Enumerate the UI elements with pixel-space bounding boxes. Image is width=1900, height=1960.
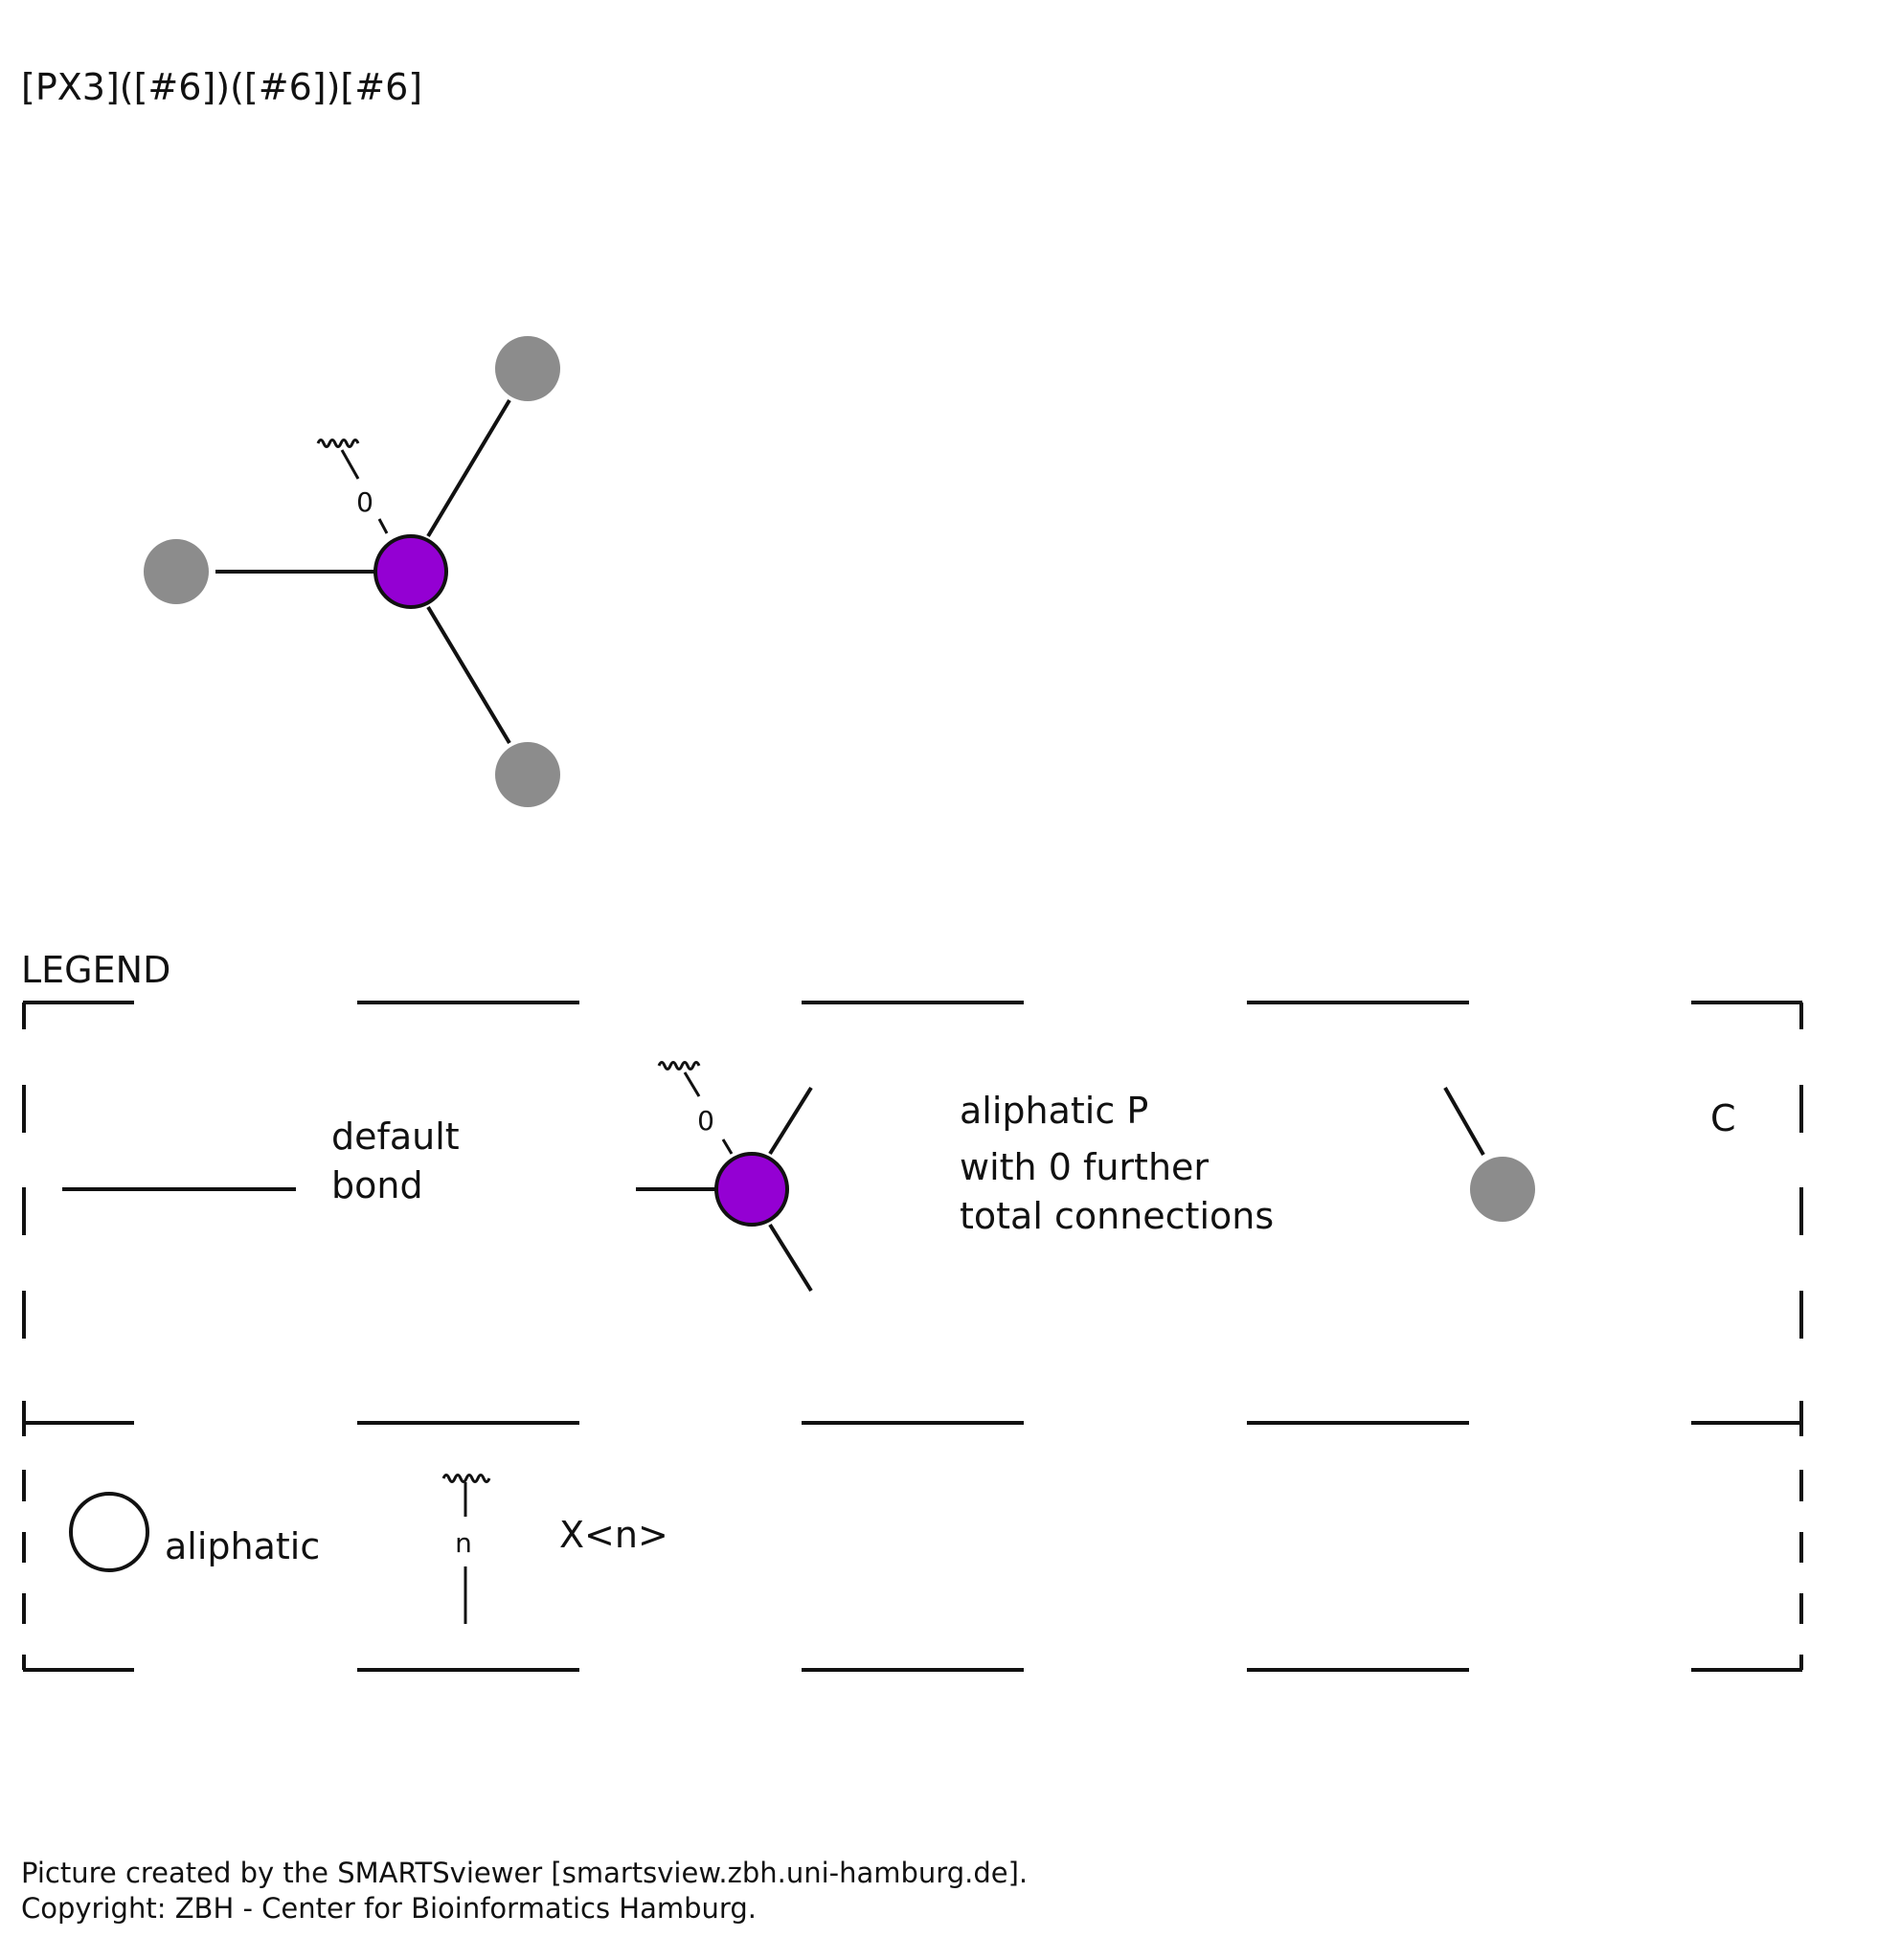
- aliphatic-circle-icon: [69, 1492, 149, 1572]
- legend-p-line1: aliphatic P: [960, 1090, 1148, 1132]
- legend-atom-p: 0 aliphatic P with 0 further total conne…: [636, 1061, 1274, 1293]
- legend-p-atom: [714, 1152, 789, 1227]
- smarts-title: [PX3]([#6])([#6])[#6]: [21, 66, 422, 108]
- legend-p-degree-tick-upper: [683, 1071, 701, 1097]
- legend-p-degree-label: 0: [697, 1105, 714, 1137]
- legend-aliphatic: aliphatic: [69, 1492, 320, 1572]
- wavy-bond-icon: [316, 439, 360, 448]
- legend-atom-c: C: [1443, 1087, 1736, 1222]
- degree-tick-upper: [340, 449, 360, 480]
- legend-p-bond-down: [768, 1223, 813, 1293]
- bond-p-c-top: [426, 398, 511, 538]
- footer-line2: Copyright: ZBH - Center for Bioinformati…: [21, 1892, 757, 1925]
- legend-default-bond-line1: default: [331, 1115, 460, 1158]
- bond-p-c-bottom: [426, 605, 511, 745]
- degree-indicator: 0: [316, 439, 389, 534]
- legend-c-atom: [1470, 1157, 1535, 1222]
- legend-title: LEGEND: [21, 949, 170, 991]
- legend-p-bond-up: [768, 1086, 813, 1156]
- footer-line1: Picture created by the SMARTSviewer [sma…: [21, 1857, 1028, 1889]
- legend-c-label: C: [1710, 1097, 1736, 1139]
- degree-tick-lower: [377, 518, 389, 534]
- legend-default-bond-line2: bond: [331, 1164, 423, 1206]
- molecule: 0: [144, 336, 560, 807]
- legend-default-bond: default bond: [62, 1115, 460, 1206]
- legend-connectivity-label: X<n>: [559, 1514, 668, 1556]
- atom-carbon-left: [144, 539, 209, 604]
- legend-aliphatic-label: aliphatic: [165, 1525, 320, 1567]
- legend-p-line2: with 0 further: [960, 1146, 1209, 1188]
- legend-c-bond: [1443, 1087, 1485, 1156]
- connectivity-n-label: n: [455, 1527, 472, 1559]
- wavy-bond-icon: [441, 1474, 491, 1483]
- legend-p-line3: total connections: [960, 1195, 1274, 1237]
- atom-carbon-bottom: [495, 742, 560, 807]
- atom-phosphorus: [373, 534, 448, 609]
- legend-connectivity: n X<n>: [441, 1474, 668, 1624]
- legend-frame: [22, 1001, 1803, 1672]
- degree-label: 0: [356, 486, 373, 518]
- atom-carbon-top: [495, 336, 560, 401]
- wavy-bond-icon: [657, 1061, 701, 1070]
- legend-p-degree-tick-lower: [721, 1138, 734, 1155]
